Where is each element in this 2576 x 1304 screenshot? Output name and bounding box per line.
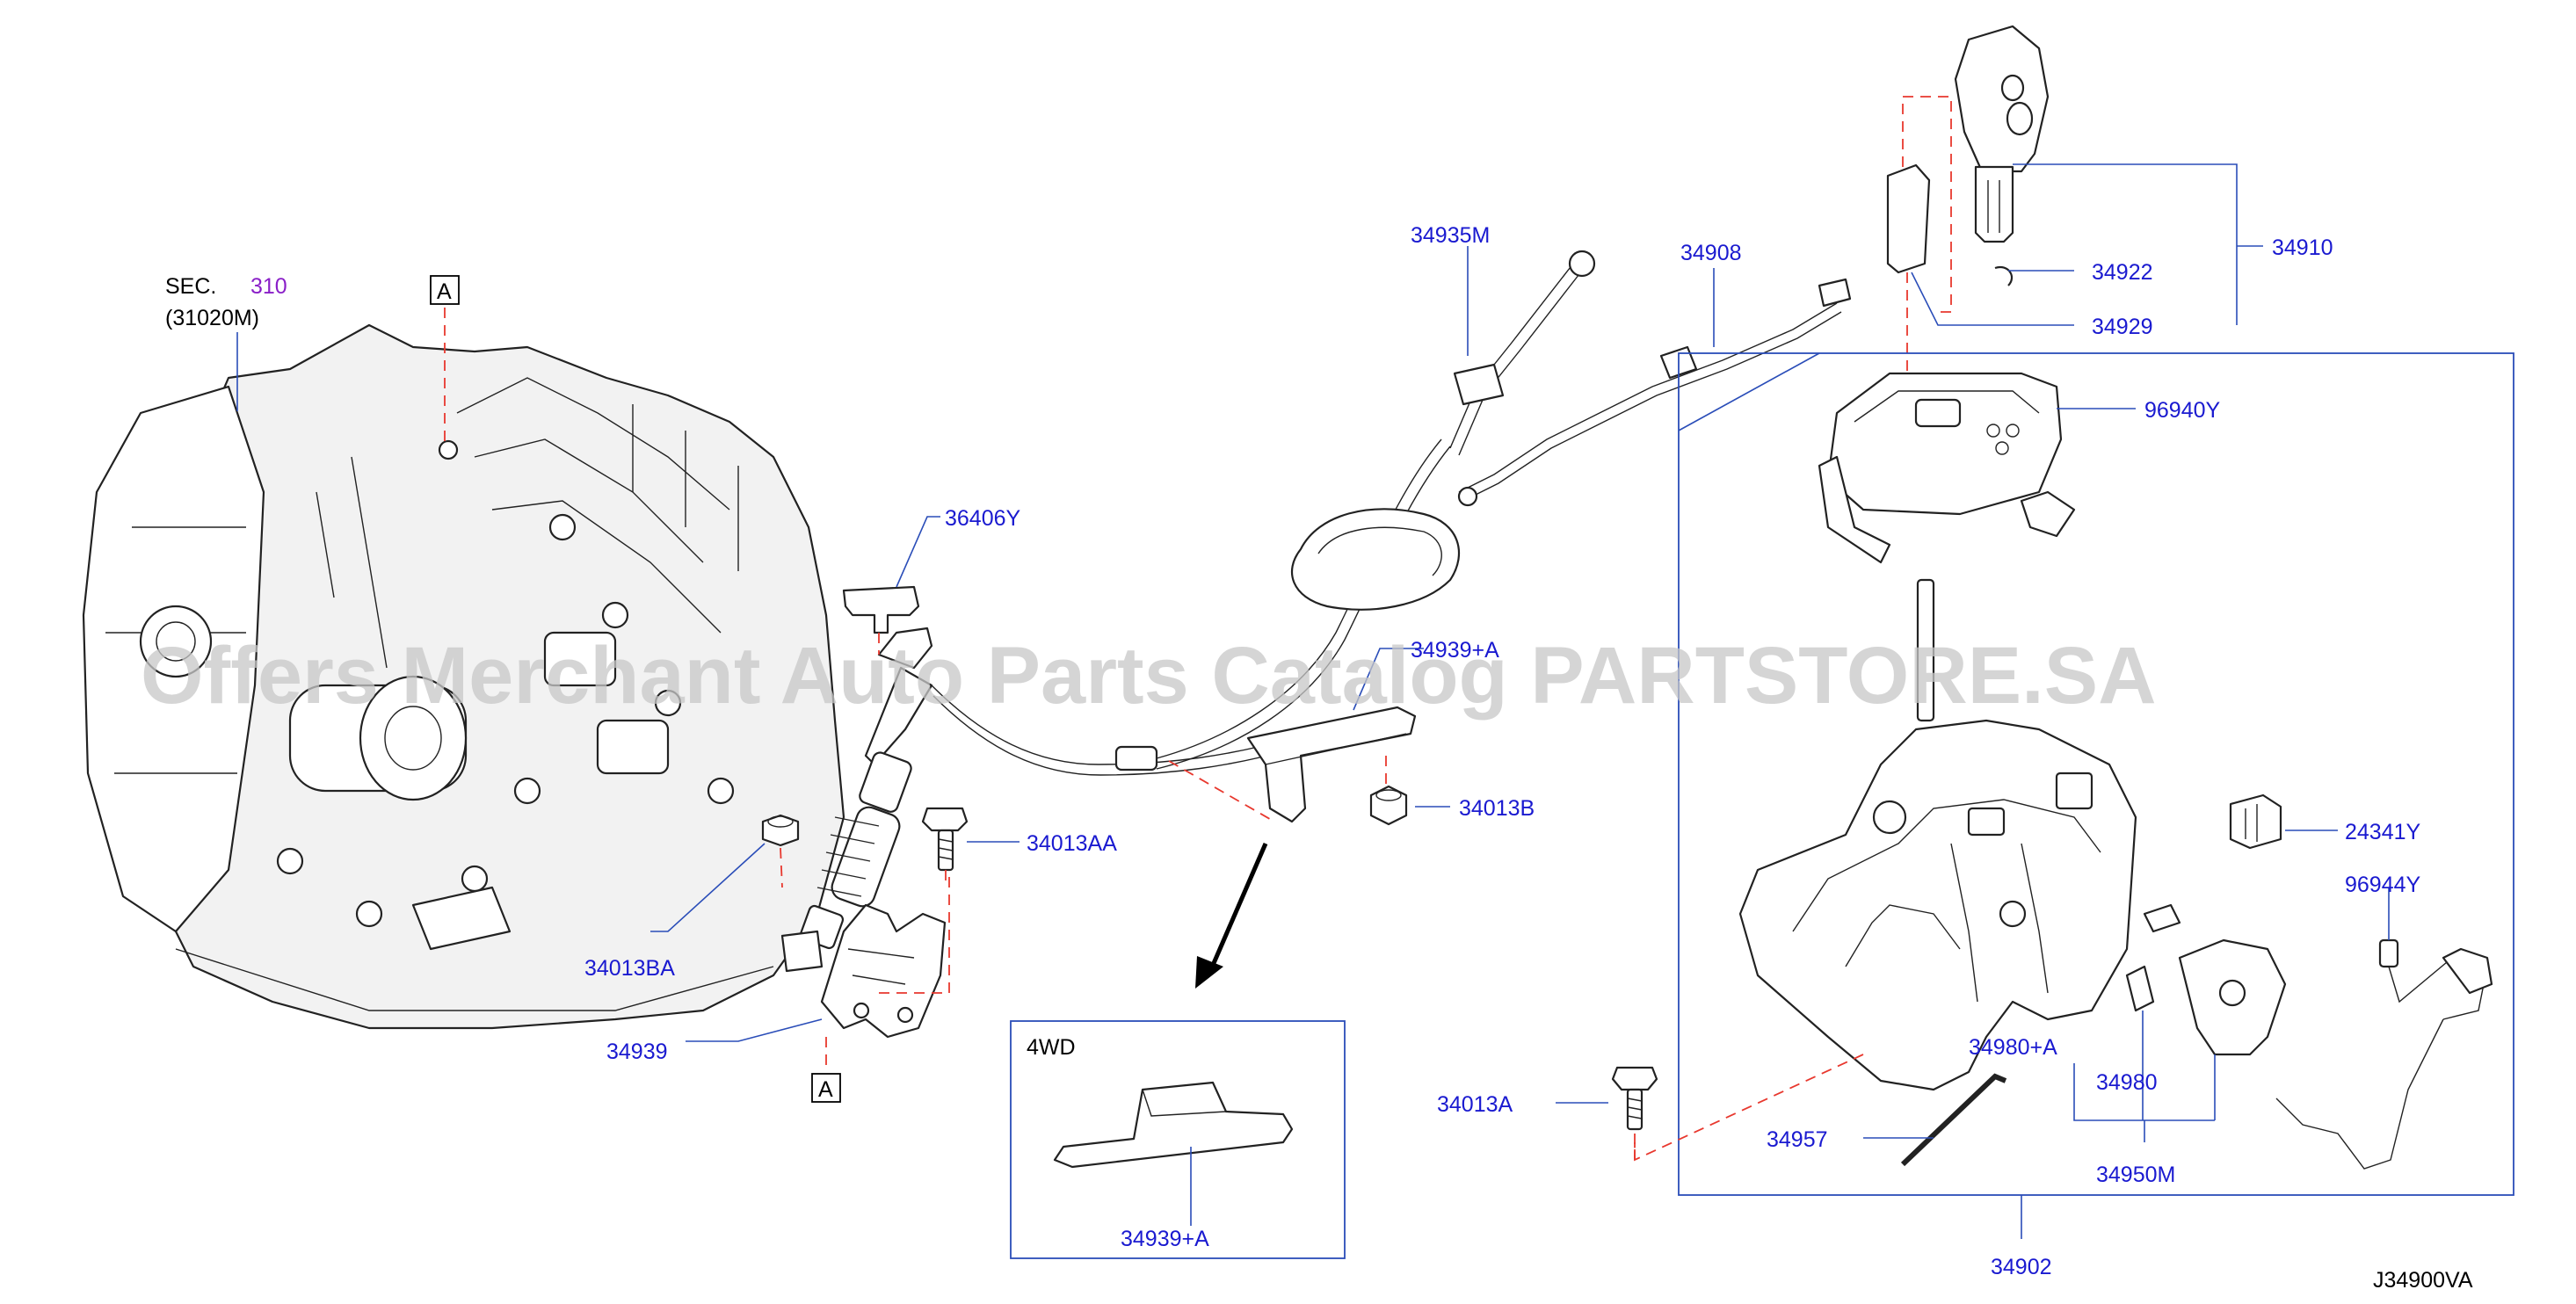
part-label-96944Y[interactable]: 96944Y bbox=[2345, 873, 2421, 897]
cable-34935M bbox=[1290, 246, 1596, 611]
part-label-34922[interactable]: 34922 bbox=[2092, 260, 2153, 285]
nut-34013B bbox=[1369, 785, 1450, 826]
watermark-text: Offers Merchant Auto Parts Catalog PARTS… bbox=[141, 631, 2157, 721]
section-number[interactable]: 310 bbox=[250, 274, 287, 299]
part-label-36406Y[interactable]: 36406Y bbox=[945, 506, 1021, 531]
diagram-code: J34900VA bbox=[2373, 1268, 2473, 1293]
inset-label: 4WD bbox=[1027, 1035, 1076, 1060]
part-label-34908[interactable]: 34908 bbox=[1680, 241, 1742, 265]
nut-34013BA bbox=[650, 814, 800, 932]
bracket-34939 bbox=[686, 844, 950, 1042]
part-label-34939A-inset[interactable]: 34939+A bbox=[1121, 1227, 1209, 1251]
transmission-assembly bbox=[82, 323, 845, 1030]
part-label-34929[interactable]: 34929 bbox=[2092, 315, 2153, 339]
lever-34939A-top bbox=[1168, 648, 1424, 823]
reference-box-a-bottom: A bbox=[811, 1037, 841, 1103]
part-label-96940Y[interactable]: 96940Y bbox=[2144, 398, 2221, 423]
harness-96944Y bbox=[2275, 887, 2493, 1170]
control-device-34902 bbox=[1634, 578, 2137, 1162]
part-label-34950M[interactable]: 34950M bbox=[2096, 1163, 2175, 1187]
indicator-96940Y bbox=[1818, 372, 2136, 564]
section-reference: SEC. 310 (31020M) bbox=[165, 274, 287, 411]
part-number-labels: 34935M 34908 34922 34910 34929 96940Y 36… bbox=[584, 223, 2421, 1279]
part-label-34013BA[interactable]: 34013BA bbox=[584, 956, 675, 981]
shift-knob-assembly bbox=[1886, 25, 2263, 413]
control-device-box bbox=[1678, 352, 2514, 1196]
part-label-24341Y[interactable]: 24341Y bbox=[2345, 820, 2421, 844]
section-subcode: (31020M) bbox=[165, 306, 259, 330]
part-label-34013AA[interactable]: 34013AA bbox=[1027, 831, 1117, 856]
harness-34908 bbox=[1457, 268, 1852, 507]
switch-24341Y bbox=[2229, 793, 2338, 850]
part-label-34902[interactable]: 34902 bbox=[1991, 1255, 2052, 1279]
shift-cable-assembly bbox=[780, 438, 1451, 973]
pin-34957 bbox=[1863, 1073, 2007, 1167]
part-label-34980A[interactable]: 34980+A bbox=[1969, 1035, 2057, 1060]
part-label-34980[interactable]: 34980 bbox=[2096, 1070, 2158, 1095]
bolt-34013AA bbox=[921, 807, 1020, 887]
solenoid-34950M bbox=[2073, 903, 2287, 1142]
bolt-34013A bbox=[1556, 1066, 1658, 1158]
reference-letter-bottom: A bbox=[818, 1077, 833, 1102]
part-label-34013A[interactable]: 34013A bbox=[1437, 1092, 1513, 1117]
part-label-34013B[interactable]: 34013B bbox=[1459, 796, 1535, 821]
reference-letter-top: A bbox=[437, 279, 452, 304]
inset-4wd: 4WD bbox=[1010, 1020, 1346, 1259]
part-label-34910[interactable]: 34910 bbox=[2272, 235, 2333, 260]
part-label-34957[interactable]: 34957 bbox=[1767, 1127, 1828, 1152]
inset-arrow bbox=[1195, 843, 1268, 989]
part-label-34939[interactable]: 34939 bbox=[606, 1040, 668, 1064]
part-label-34939A-top[interactable]: 34939+A bbox=[1411, 638, 1499, 663]
reference-box-a-top: A bbox=[430, 275, 460, 448]
section-prefix: SEC. bbox=[165, 274, 216, 299]
clip-36406Y bbox=[842, 516, 940, 655]
part-label-34935M[interactable]: 34935M bbox=[1411, 223, 1490, 248]
